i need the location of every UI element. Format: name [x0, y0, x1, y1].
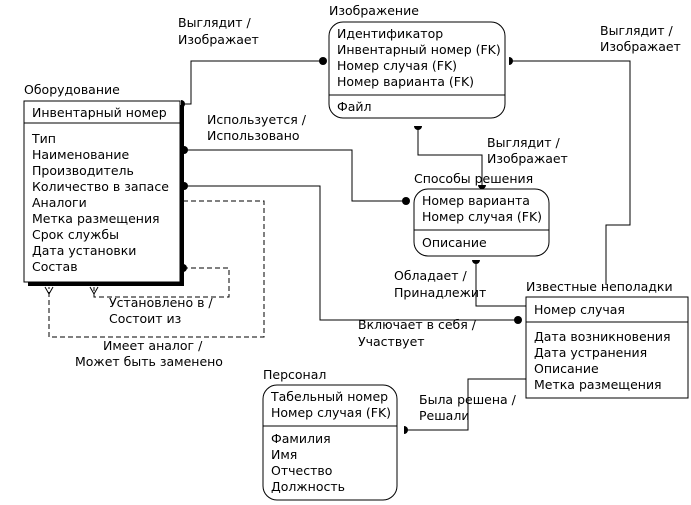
- attribute: Метка размещения: [534, 377, 662, 392]
- attribute: Описание: [534, 361, 599, 376]
- relation-label: Изображает: [600, 39, 681, 54]
- relation-label: Используется /: [207, 112, 307, 127]
- marker-foot: [44, 286, 54, 296]
- relationship-labels: Выглядит / Изображает Выглядит / Изображ…: [75, 15, 681, 423]
- marker-foot: [89, 286, 99, 296]
- relation-label: Принадлежит: [394, 285, 486, 300]
- entity-known-issues[interactable]: Известные неполадки Номер случая Дата во…: [525, 279, 689, 399]
- entity-solutions[interactable]: Способы решения Номер варианта Номер слу…: [413, 171, 550, 257]
- attribute: Дата возникновения: [534, 329, 671, 344]
- rel-line-image-solutions: [417, 126, 483, 185]
- rel-line-self-analog: [48, 200, 265, 338]
- marker-half-dot: [414, 126, 422, 130]
- attribute: Тип: [31, 131, 56, 146]
- entity-title: Известные неполадки: [526, 279, 673, 294]
- entity-title: Оборудование: [24, 82, 120, 97]
- rel-line-issues-image: [509, 60, 631, 285]
- key-attribute: Номер варианта: [422, 193, 530, 208]
- relation-label: Выглядит /: [600, 23, 674, 38]
- attribute: Наименование: [32, 147, 129, 162]
- rel-line-equip-image: [181, 60, 323, 105]
- attribute: Файл: [337, 99, 372, 114]
- key-attribute: Номер случая (FK): [337, 58, 457, 73]
- attribute: Отчество: [271, 463, 332, 478]
- key-attribute: Идентификатор: [337, 26, 443, 41]
- attribute: Должность: [271, 479, 345, 494]
- entity-box: [525, 296, 689, 399]
- key-attribute: Номер варианта (FK): [337, 74, 474, 89]
- attribute: Производитель: [32, 163, 134, 178]
- attribute: Аналоги: [32, 195, 87, 210]
- key-attribute: Инвентарный номер (FK): [337, 42, 501, 57]
- entity-title: Способы решения: [414, 171, 533, 186]
- attribute: Описание: [422, 235, 487, 250]
- attribute: Имя: [271, 447, 297, 462]
- marker-dot: [319, 57, 327, 65]
- attribute: Срок службы: [32, 227, 119, 242]
- relation-label: Использовано: [207, 128, 300, 143]
- rel-line-solutions-issues: [475, 264, 526, 307]
- relation-label: Может быть заменено: [75, 354, 223, 369]
- relation-label: Выглядит /: [178, 15, 252, 30]
- key-attribute: Номер случая (FK): [422, 209, 542, 224]
- attribute: Дата установки: [32, 243, 136, 258]
- entity-image[interactable]: Изображение Идентификатор Инвентарный но…: [328, 3, 506, 119]
- attribute: Метка размещения: [32, 211, 160, 226]
- attribute: Фамилия: [271, 431, 331, 446]
- key-attribute: Табельный номер: [270, 389, 388, 404]
- relation-label: Имеет аналог /: [103, 338, 203, 353]
- entity-equipment[interactable]: Оборудование Инвентарный номер Тип Наиме…: [23, 82, 184, 286]
- rel-line-equip-solutions: [184, 149, 406, 202]
- relation-label: Выглядит /: [487, 135, 561, 150]
- entity-staff[interactable]: Персонал Табельный номер Номер случая (F…: [262, 367, 398, 501]
- rel-line-staff-issues: [404, 378, 526, 431]
- attribute: Состав: [32, 259, 78, 274]
- rel-line-self-composition: [93, 267, 230, 298]
- attribute: Количество в запасе: [32, 179, 169, 194]
- relation-label: Установлено в /: [109, 295, 213, 310]
- entity-box: [262, 384, 398, 501]
- marker-half-dot: [472, 260, 480, 264]
- relation-label: Решали: [419, 408, 469, 423]
- entity-title: Изображение: [329, 3, 419, 18]
- key-attribute: Номер случая: [534, 302, 625, 317]
- entity-box: [23, 100, 181, 283]
- marker-dot: [514, 316, 522, 324]
- crowfoot-markers: [44, 286, 99, 296]
- attribute: Дата устранения: [534, 345, 647, 360]
- relation-label: Обладает /: [394, 268, 467, 283]
- entity-box: [413, 188, 550, 257]
- marker-half-dot: [184, 182, 188, 190]
- key-attribute: Номер случая (FK): [271, 405, 391, 420]
- relationship-lines: [181, 60, 631, 431]
- entity-box: [328, 21, 506, 119]
- relation-label: Была решена /: [419, 392, 517, 407]
- marker-half-dot: [509, 57, 513, 65]
- marker-half-dot: [404, 426, 408, 434]
- self-relationship-lines: [48, 200, 265, 338]
- relation-label: Изображает: [487, 151, 568, 166]
- relation-label: Участвует: [358, 334, 425, 349]
- marker-half-dot: [184, 146, 188, 154]
- marker-half-dot: [478, 185, 486, 189]
- relation-label: Состоит из: [109, 311, 181, 326]
- entity-title: Персонал: [263, 367, 326, 382]
- rel-line-equip-issues: [184, 185, 516, 321]
- marker-dot: [402, 197, 410, 205]
- relation-label: Включает в себя /: [358, 317, 477, 332]
- key-attribute: Инвентарный номер: [32, 105, 167, 120]
- relation-label: Изображает: [178, 32, 259, 47]
